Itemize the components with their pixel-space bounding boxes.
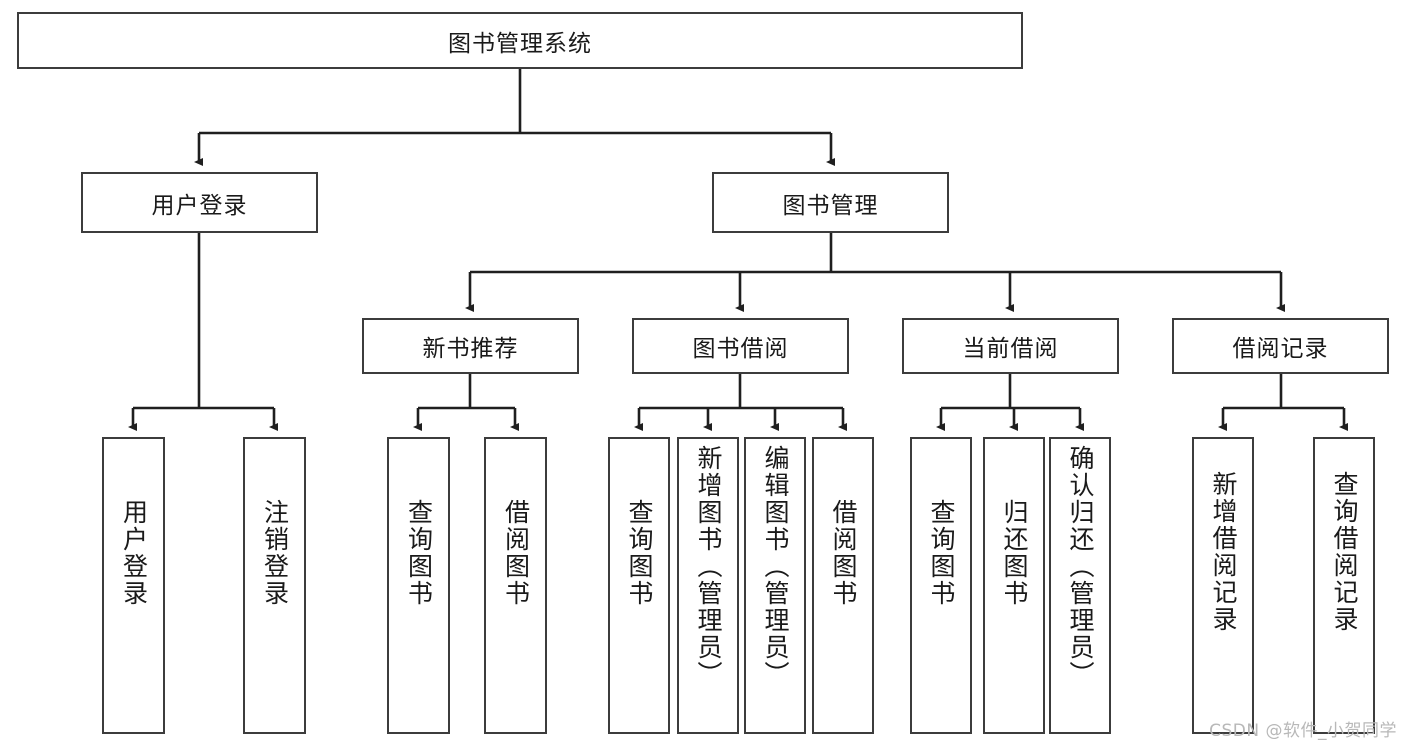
node-leaf-borrow-book-2-label: 借阅图书 [829, 499, 858, 607]
node-leaf-query-book-1[interactable]: 查询图书 [387, 437, 450, 734]
node-user-login-label: 用户登录 [151, 192, 248, 219]
node-leaf-logout-label: 注销登录 [260, 499, 290, 607]
node-leaf-add-book-label: 新增图书（管理员） [694, 445, 723, 688]
node-root[interactable]: 图书管理系统 [17, 12, 1023, 69]
node-leaf-query-book-2[interactable]: 查询图书 [608, 437, 670, 734]
node-leaf-confirm-return-label: 确认归还（管理员） [1066, 445, 1095, 688]
node-leaf-add-record-label: 新增借阅记录 [1209, 471, 1238, 633]
node-leaf-query-record[interactable]: 查询借阅记录 [1313, 437, 1375, 734]
node-leaf-edit-book[interactable]: 编辑图书（管理员） [744, 437, 806, 734]
node-borrow-record-label: 借阅记录 [1232, 336, 1329, 362]
node-leaf-query-book-1-label: 查询图书 [404, 499, 434, 607]
node-leaf-user-login-label: 用户登录 [119, 499, 149, 607]
node-leaf-add-record[interactable]: 新增借阅记录 [1192, 437, 1254, 734]
node-borrow-record[interactable]: 借阅记录 [1172, 318, 1389, 374]
node-leaf-query-book-3-label: 查询图书 [927, 499, 956, 607]
node-user-login[interactable]: 用户登录 [81, 172, 318, 233]
node-leaf-borrow-book-1-label: 借阅图书 [501, 499, 531, 607]
node-leaf-query-book-2-label: 查询图书 [625, 499, 654, 607]
node-book-borrow[interactable]: 图书借阅 [632, 318, 849, 374]
node-new-book-recommend[interactable]: 新书推荐 [362, 318, 579, 374]
node-current-borrow[interactable]: 当前借阅 [902, 318, 1119, 374]
node-book-borrow-label: 图书借阅 [692, 336, 789, 362]
node-leaf-confirm-return[interactable]: 确认归还（管理员） [1049, 437, 1111, 734]
node-leaf-borrow-book-1[interactable]: 借阅图书 [484, 437, 547, 734]
node-leaf-edit-book-label: 编辑图书（管理员） [761, 445, 790, 688]
node-leaf-return-book[interactable]: 归还图书 [983, 437, 1045, 734]
node-leaf-user-login[interactable]: 用户登录 [102, 437, 165, 734]
node-new-book-recommend-label: 新书推荐 [422, 336, 519, 362]
node-leaf-query-record-label: 查询借阅记录 [1330, 471, 1359, 633]
node-leaf-borrow-book-2[interactable]: 借阅图书 [812, 437, 874, 734]
node-leaf-logout[interactable]: 注销登录 [243, 437, 306, 734]
node-book-manage-label: 图书管理 [782, 192, 879, 219]
node-leaf-return-book-label: 归还图书 [1000, 499, 1029, 607]
node-book-manage[interactable]: 图书管理 [712, 172, 949, 233]
csdn-watermark: CSDN @软件_小贺同学 [1209, 721, 1397, 741]
node-leaf-query-book-3[interactable]: 查询图书 [910, 437, 972, 734]
node-root-label: 图书管理系统 [448, 30, 592, 57]
node-leaf-add-book[interactable]: 新增图书（管理员） [677, 437, 739, 734]
node-current-borrow-label: 当前借阅 [962, 336, 1059, 362]
